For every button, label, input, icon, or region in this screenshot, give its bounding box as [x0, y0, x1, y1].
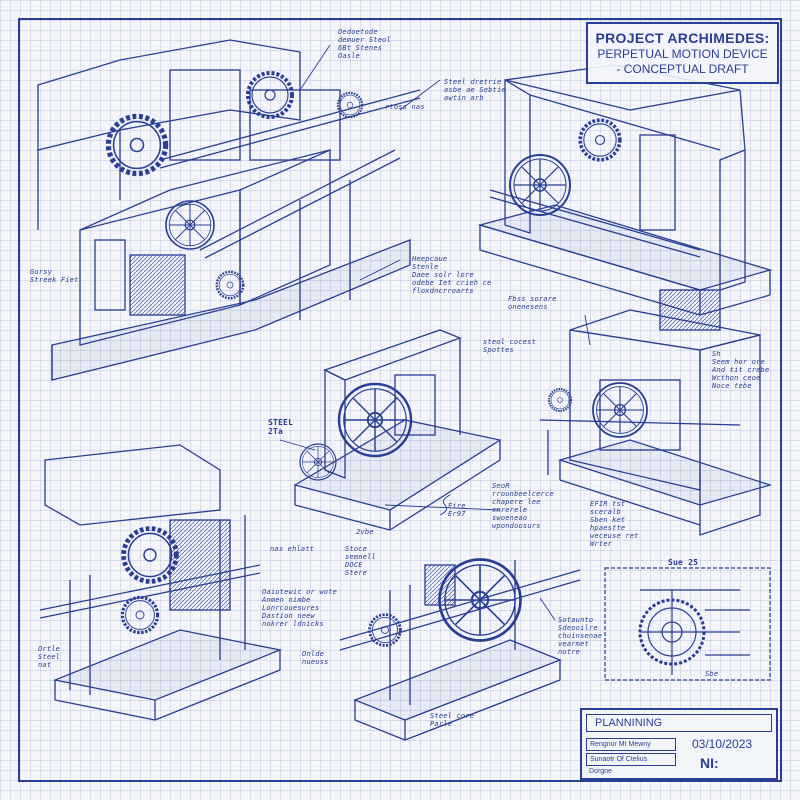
annotation-steel-note: Steel dretrie asbe ae Sebtie awtin arb	[444, 78, 506, 102]
annotation-right-mid-note: Fbss sorare onenesens	[508, 295, 557, 311]
annotation-gear-note: nas ehlatt	[270, 545, 315, 553]
annotation-small-label-1: 2vbe	[356, 528, 374, 536]
annotation-scale-label: Sue 25	[668, 558, 699, 567]
machine-top-right	[477, 64, 773, 331]
title-line-2: PERPETUAL MOTION DEVICE	[597, 46, 768, 61]
drawing-frame	[18, 18, 782, 782]
title-line-1: PROJECT ARCHIMEDES:	[595, 29, 770, 46]
annotation-fire-label: Fire Er97	[448, 502, 466, 518]
stamp-code: NI:	[700, 755, 719, 771]
annotation-top-note: Oedoetode demuer Steol 6Bt Stenes Oasle	[338, 28, 391, 60]
annotation-right-note-2: EFIR tst sceralb Sben ket hpaestte weceu…	[590, 500, 639, 548]
annotation-steel-label: STEEL 2Ta	[268, 418, 294, 436]
annotation-center-note: steol cocest Spottes	[483, 338, 536, 354]
annotation-left-lower-note: Ortle Steel nat	[38, 645, 61, 669]
annotation-lower-note: Oaiutewic or wote Anmen nimbe Lonrcouesu…	[262, 588, 338, 628]
annotation-center-bottom: Steel core Parle	[430, 712, 475, 728]
stamp-field-3: Dorgne	[589, 768, 612, 775]
annotation-right-note-1: Sh Seem hor ore And tit crebe Wcthon ceo…	[712, 350, 770, 390]
stamp-field-1: Rengnur Mt Mewny	[586, 738, 676, 751]
title-block: PROJECT ARCHIMEDES: PERPETUAL MOTION DEV…	[586, 22, 779, 84]
annotation-left-note: Gursy Streek Fiet	[30, 268, 79, 284]
machine-center	[293, 329, 502, 531]
annotation-right-lower-note: Sotaunto Sdeooilre chuinsenae vearmet no…	[558, 616, 603, 656]
annotation-small-label-2: Sbe	[705, 670, 719, 678]
stamp-block: PLANNINING Rengnur Mt Mewny Sunaotr Of C…	[580, 708, 778, 780]
annotation-arrow-note: rtoss nas	[385, 103, 425, 111]
detail-view	[604, 567, 771, 681]
annotation-steel-stack: Stoce semnell DOCE Stere	[345, 545, 376, 577]
stamp-date: 03/10/2023	[692, 737, 753, 751]
machine-bottom-left	[39, 444, 283, 721]
stamp-field-2: Sunaotr Of Ctelius	[586, 753, 676, 766]
machine-bottom-center	[339, 560, 581, 741]
machine-top-left	[37, 39, 421, 381]
stamp-header: PLANNINING	[586, 714, 772, 732]
annotation-bottom-notes: Onlde nueuss	[302, 650, 329, 666]
machine-right-middle	[539, 309, 773, 536]
annotation-mid-note: Heepcaue Stenle Daee solr lore odebe Iet…	[412, 255, 492, 295]
title-line-3: - CONCEPTUAL DRAFT	[616, 61, 749, 76]
annotation-center-note-2: SeoR rrounbeelcerce chapere lee snrerele…	[492, 482, 554, 530]
